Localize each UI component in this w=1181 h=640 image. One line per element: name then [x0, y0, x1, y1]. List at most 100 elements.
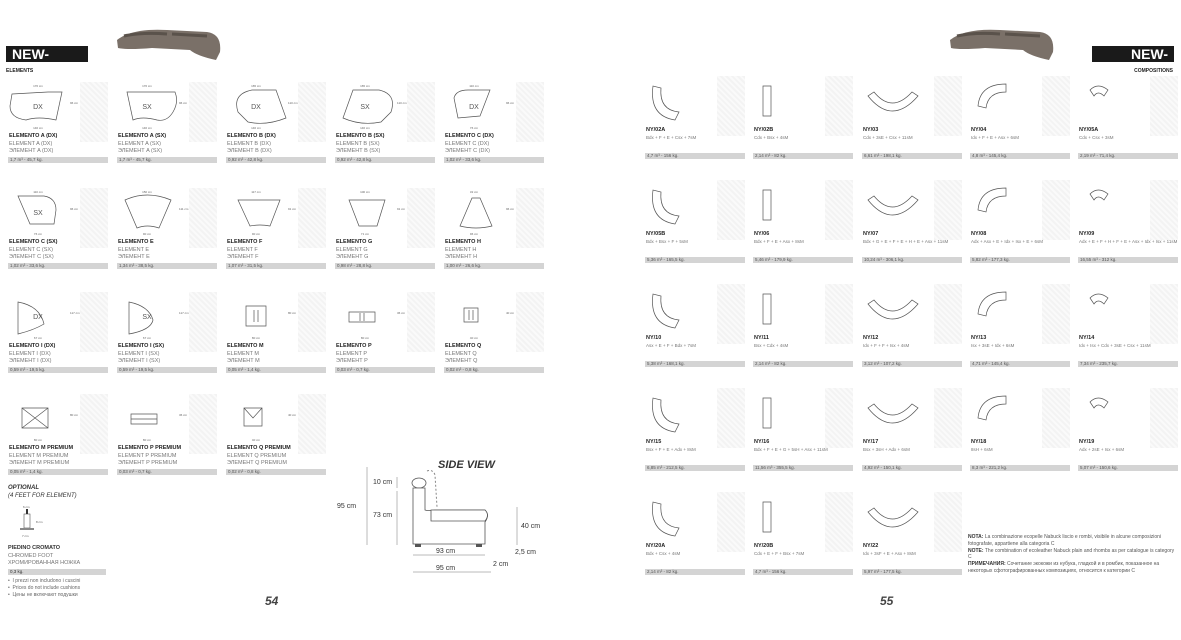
hatch-panel — [717, 76, 745, 136]
composition-spec: 5,07 m³ - 150,6 kg. — [1078, 465, 1178, 471]
composition-drawing — [977, 83, 1007, 109]
note-item: • Prices do not include cushions — [8, 585, 81, 591]
composition-drawing — [1089, 189, 1109, 201]
element-depth-label: 91 cm — [288, 207, 297, 211]
element-depth-label: 117 cm — [179, 311, 189, 315]
hatch-panel — [1150, 180, 1178, 240]
element-tag: DX — [33, 104, 43, 111]
composition-spec: 4,8 m³ - 145,4 kg. — [970, 153, 1070, 159]
element-name-en: ELEMENT C (SX) — [9, 246, 53, 253]
element-depth-label: 117 cm — [70, 311, 80, 315]
composition-drawing — [652, 397, 680, 433]
composition-code: NY/02A — [646, 127, 666, 133]
element-card: SX 110 cm 96 cm 76 cm ELEMENTO C (SX) EL… — [8, 188, 117, 278]
hatch-panel — [717, 388, 745, 448]
element-name-en: ELEMENT I (SX) — [118, 350, 160, 357]
hatch-panel — [934, 180, 962, 240]
element-drawing: SX 176 cm 96 cm 146 cm — [126, 84, 188, 130]
element-name-en: ELEMENT A (SX) — [118, 140, 161, 147]
composition-card: NY/22 Idx + 3sF + E + Asx + 8sM 5,97 m³ … — [862, 492, 971, 582]
composition-formula: Idx + 3sF + E + Asx + 8sM — [863, 551, 916, 556]
element-name-it: ELEMENTO P PREMIUM — [118, 445, 182, 451]
composition-code: NY/07 — [863, 231, 879, 237]
element-name-en: ELEMENT P PREMIUM — [118, 452, 177, 459]
element-tag: DX — [251, 104, 261, 111]
element-name-ru: ЭЛЕМЕНТ A (SX) — [118, 148, 163, 154]
composition-code: NY/20B — [754, 543, 774, 549]
element-depth-label: 96 cm — [506, 101, 515, 105]
composition-drawing — [977, 395, 1007, 421]
element-drawing: DX 117 cm 67 cm — [17, 301, 80, 340]
element-drawing: DX 165 cm 110 cm 146 cm — [236, 84, 298, 130]
element-name-ru: ЭЛЕМЕНТ F — [227, 254, 259, 260]
composition-card: NY/06 Bdx + F + E + Asx + 8sM 5,46 m³ - … — [753, 180, 862, 270]
composition-formula: Idx + F + E + Asx + 6sM — [971, 135, 1020, 140]
hatch-panel — [298, 188, 326, 248]
composition-code: NY/09 — [1079, 231, 1095, 237]
element-name-it: ELEMENTO E — [118, 239, 154, 245]
hatch-panel — [934, 388, 962, 448]
element-depth-label: 40 cm — [288, 413, 297, 417]
element-card: 117 cm 91 cm 90 cm ELEMENTO F ELEMENT F … — [226, 188, 335, 278]
element-base-label: 80 cm — [34, 438, 43, 442]
element-width-label: 110 cm — [33, 190, 43, 194]
element-drawing: 36 cm 80 cm — [130, 413, 188, 442]
composition-formula: Bdx + F + E + Asx + 8sM — [754, 239, 804, 244]
element-name-ru: ЭЛЕМЕНТ I (SX) — [118, 358, 161, 364]
composition-code: NY/16 — [754, 439, 770, 445]
element-drawing: 32 cm 96 cm 96 cm — [459, 190, 515, 236]
composition-code: NY/06 — [754, 231, 770, 237]
element-base-label: 90 cm — [252, 232, 261, 236]
element-base-label: 146 cm — [360, 126, 370, 130]
composition-code: NY/15 — [646, 439, 662, 445]
element-drawing: SX 117 cm 67 cm — [128, 301, 189, 340]
note-ru: ПРИМЕЧАНИЯ: Сочетание экокожи из нубука,… — [968, 561, 1160, 574]
element-name-en: ELEMENT M — [227, 350, 259, 357]
hatch-panel — [516, 82, 544, 142]
optional-subtitle: (4 FEET FOR ELEMENT) — [8, 493, 77, 499]
optional-title: OPTIONAL — [8, 485, 39, 491]
composition-card: NY/19 Adx + 2sE + Isx + 6sM 5,07 m³ - 15… — [1078, 388, 1181, 478]
element-name-it: ELEMENTO F — [227, 239, 263, 245]
element-depth-label: 96 cm — [70, 207, 79, 211]
composition-card: NY/15 Bsx + F + E + Adx + 8sM 6,85 m³ - … — [645, 388, 754, 478]
element-width-label: 100 cm — [360, 190, 370, 194]
side-view-title: SIDE VIEW — [438, 459, 496, 471]
composition-code: NY/08 — [971, 231, 987, 237]
element-name-en: ELEMENT M PREMIUM — [9, 452, 69, 459]
element-name-it: ELEMENTO Q PREMIUM — [227, 445, 291, 451]
hatch-panel — [825, 492, 853, 552]
composition-code: NY/18 — [971, 439, 987, 445]
hatch-panel — [516, 292, 544, 352]
composition-drawing — [867, 507, 919, 528]
composition-drawing — [762, 189, 772, 221]
composition-formula: Idx + F + F + Isx + 4sM — [863, 343, 910, 348]
composition-drawing — [652, 501, 680, 537]
hatch-panel — [298, 82, 326, 142]
element-name-it: ELEMENTO B (DX) — [227, 133, 276, 139]
hatch-panel — [717, 180, 745, 240]
composition-spec: 5,46 m³ - 179,9 kg. — [753, 257, 853, 263]
element-card: 80 cm 80 cm ELEMENTO M PREMIUM ELEMENT M… — [8, 394, 117, 484]
element-depth-label: 80 cm — [288, 311, 297, 315]
element-base-label: 71 cm — [361, 232, 370, 236]
composition-drawing — [652, 85, 680, 121]
hatch-panel — [80, 394, 108, 454]
element-base-label: 80 cm — [361, 336, 370, 340]
composition-drawing — [762, 293, 772, 325]
element-name-ru: ЭЛЕМЕНТ A (DX) — [9, 148, 54, 154]
composition-formula: Idx + Isx + Cdx + 3sE + Csx + 11sM — [1079, 343, 1151, 348]
composition-code: NY/22 — [863, 543, 879, 549]
element-drawing: 80 cm 80 cm — [21, 407, 79, 442]
composition-drawing — [762, 501, 772, 533]
foot-name-en: CHROMED FOOT — [8, 552, 54, 559]
composition-formula: Adx + Asx + E + Idx + Isx + E + 6sM — [971, 239, 1044, 244]
element-spec: 0,98 m³ - 28,8 kg. — [335, 263, 435, 269]
hatch-panel — [825, 284, 853, 344]
hatch-panel — [407, 82, 435, 142]
element-depth-label: 111 cm — [179, 207, 189, 211]
hatch-panel — [189, 82, 217, 142]
page-number: 54 — [265, 594, 279, 608]
hatch-panel — [934, 284, 962, 344]
element-tag: SX — [142, 104, 152, 111]
